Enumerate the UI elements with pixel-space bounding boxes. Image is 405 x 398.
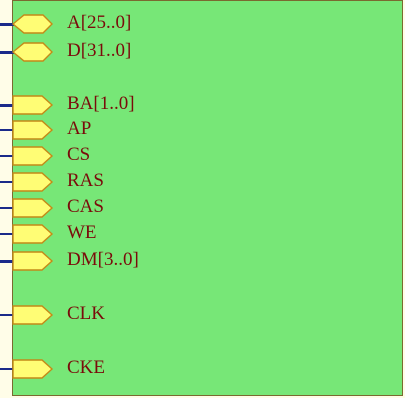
port-label-cs: CS <box>67 144 91 165</box>
port-label-cke: CKE <box>67 357 105 378</box>
port-wire-ras <box>0 181 14 183</box>
port-label-we: WE <box>67 222 97 243</box>
port-wire-cke <box>0 368 14 370</box>
port-wire-a <box>0 22 14 26</box>
port-label-ba: BA[1..0] <box>67 93 135 114</box>
port-input-icon <box>12 120 54 140</box>
port-bidir-icon <box>12 14 53 34</box>
port-input-icon <box>12 305 54 325</box>
port-input-icon <box>12 95 54 115</box>
port-label-ras: RAS <box>67 170 104 191</box>
port-input-icon <box>12 359 54 379</box>
port-wire-cs <box>0 155 14 157</box>
port-label-cas: CAS <box>67 196 104 217</box>
port-input-icon <box>12 224 54 244</box>
port-wire-clk <box>0 314 14 316</box>
port-input-icon <box>12 198 54 218</box>
port-wire-dm <box>0 259 14 263</box>
port-bidir-icon <box>12 42 53 62</box>
port-wire-we <box>0 233 14 235</box>
port-label-a: A[25..0] <box>67 12 132 33</box>
sdram-symbol-block <box>12 0 403 396</box>
port-input-icon <box>12 251 54 271</box>
port-input-icon <box>12 146 54 166</box>
port-label-dm: DM[3..0] <box>67 249 139 270</box>
port-label-ap: AP <box>67 118 92 139</box>
port-label-d: D[31..0] <box>67 40 132 61</box>
port-label-clk: CLK <box>67 303 105 324</box>
port-input-icon <box>12 172 54 192</box>
port-wire-cas <box>0 207 14 209</box>
port-wire-ap <box>0 129 14 131</box>
port-wire-ba <box>0 103 14 107</box>
port-wire-d <box>0 50 14 54</box>
